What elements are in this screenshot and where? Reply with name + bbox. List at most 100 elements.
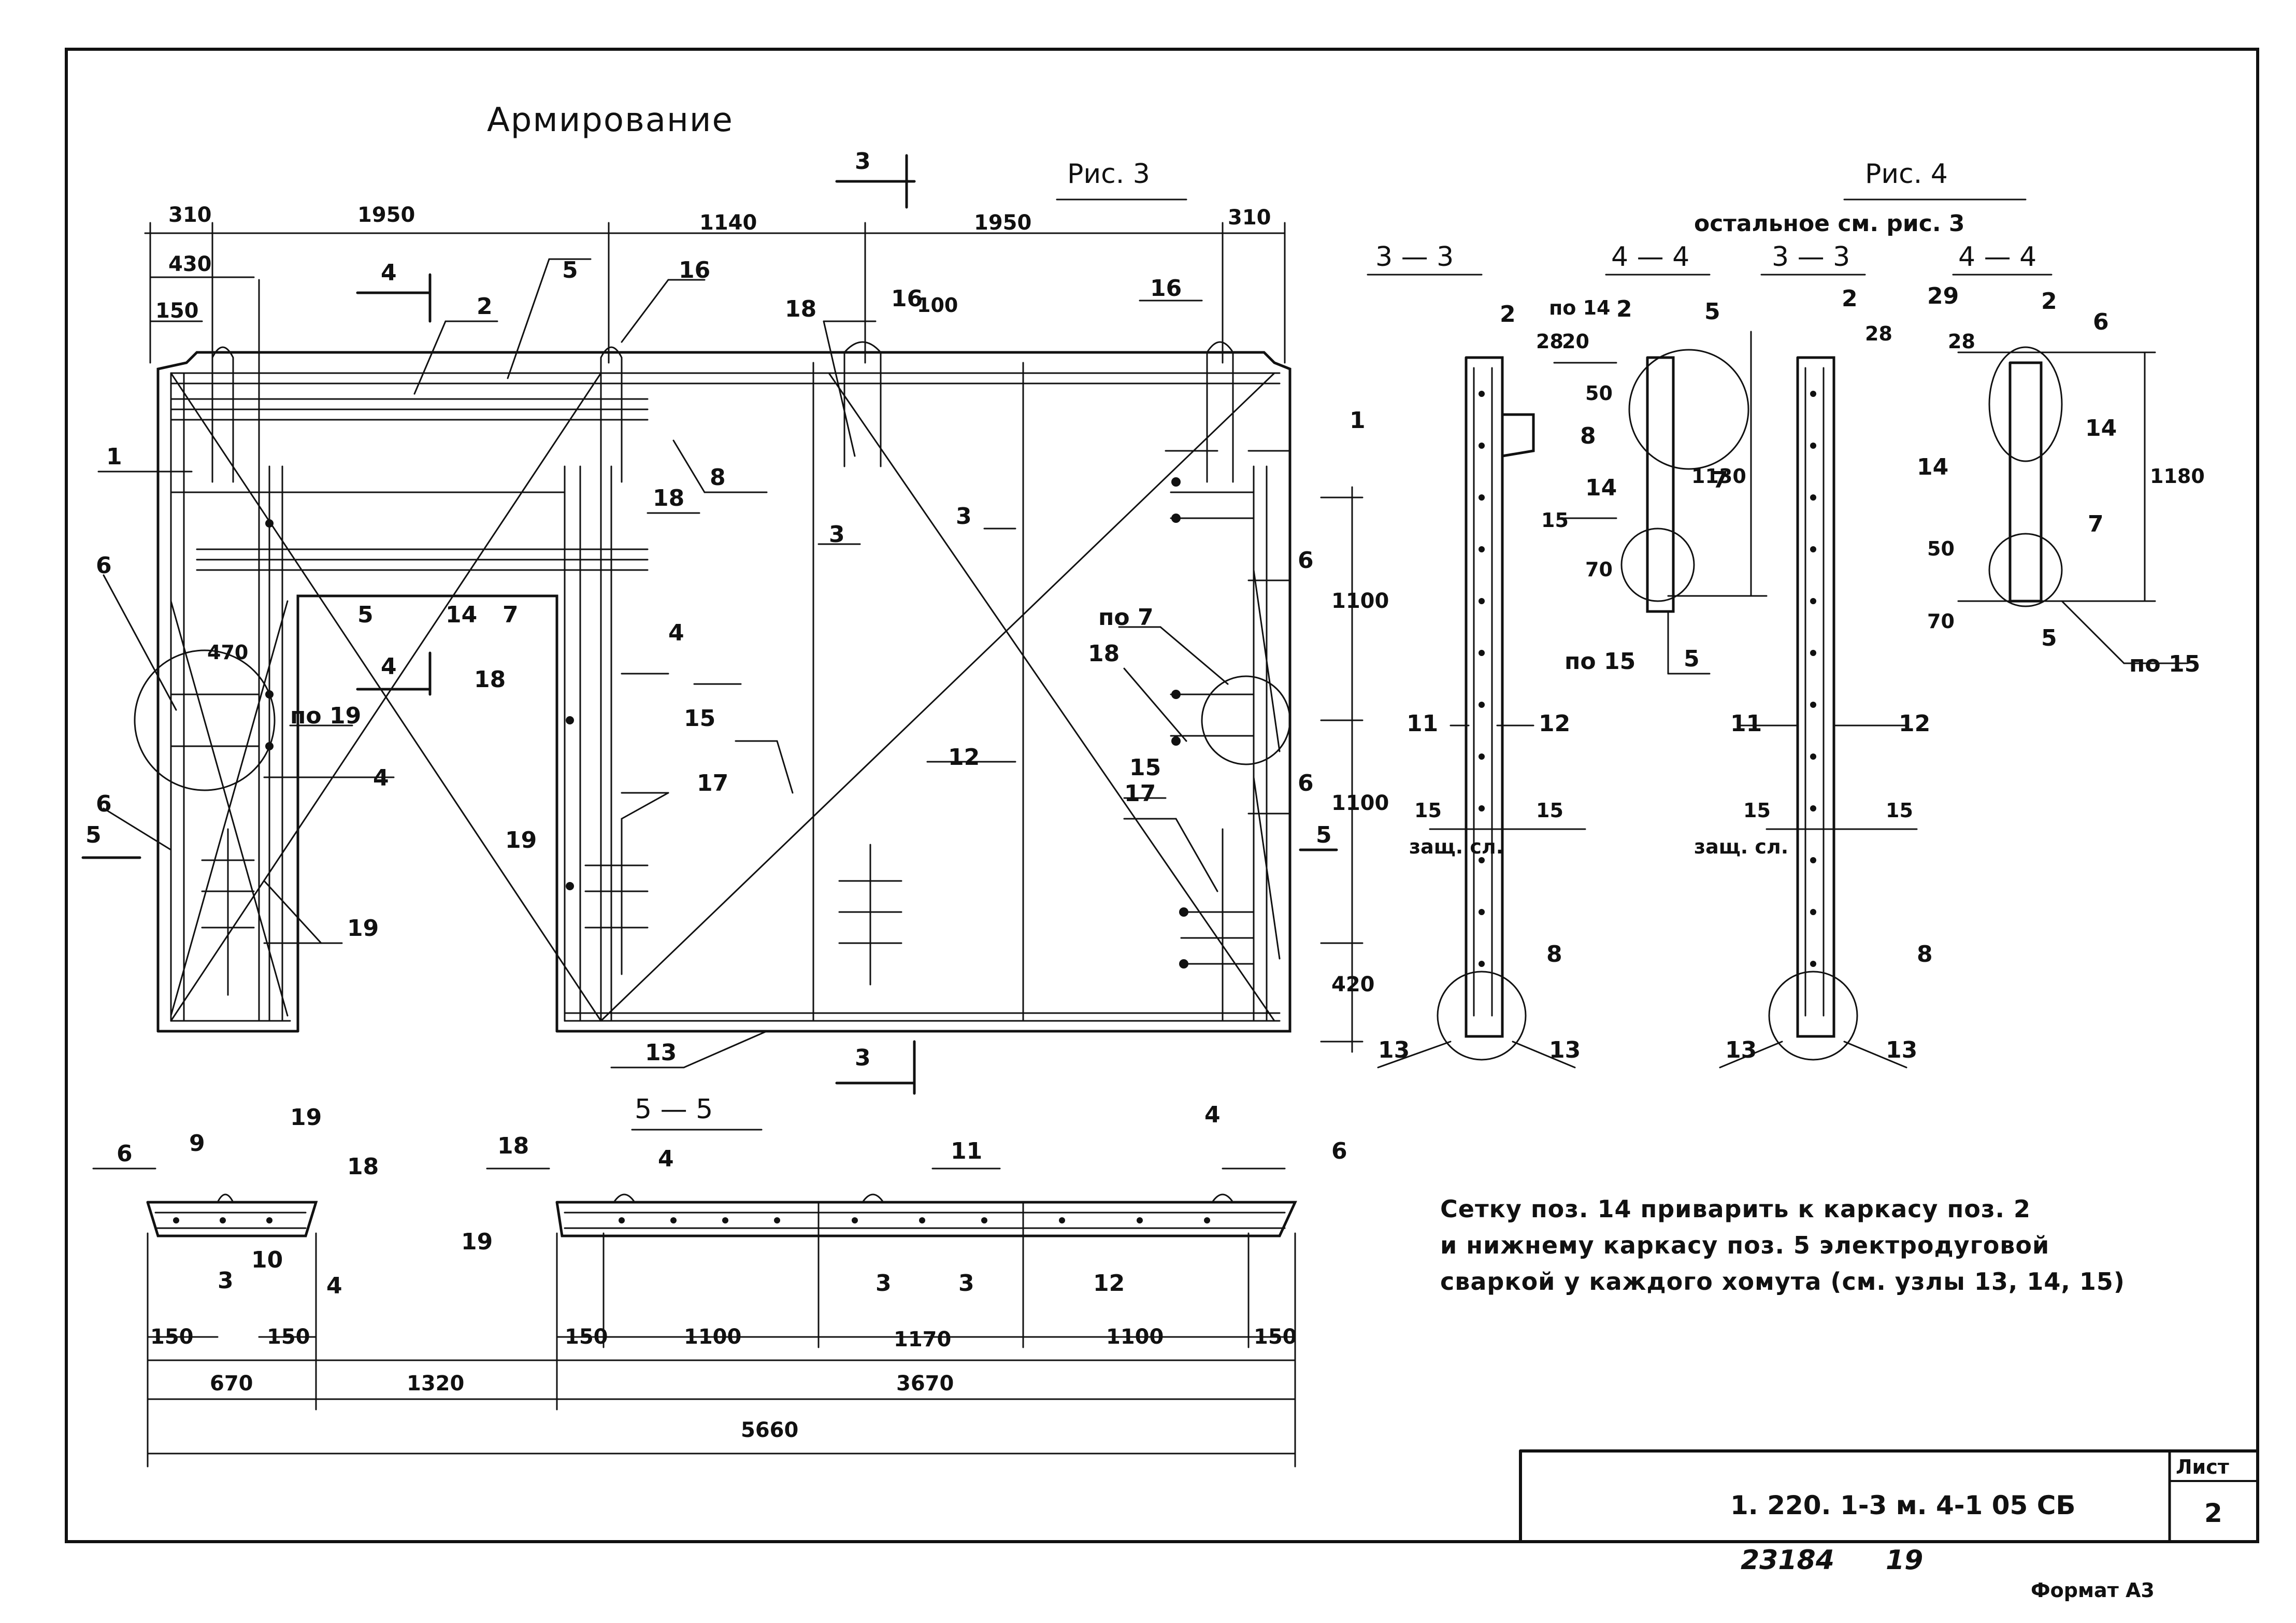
dim-right-1100-b: 1100 [1331,791,1389,815]
sec-zashch-a: защ. сл. [1409,835,1504,858]
sec-pos-12-a: 12 [1539,710,1571,737]
section-mark-4-top: 4 [381,260,397,286]
sec-pos-11-a: 11 [1407,710,1439,737]
dim-bot-150-c: 150 [565,1325,608,1349]
sec-pos-2-b: 2 [1616,296,1632,322]
section-3-3-left [1465,356,1535,1038]
dim-bot-3670: 3670 [896,1372,954,1396]
sec-pos-8-b: 8 [1546,941,1562,967]
sec-pos-2-a: 2 [1500,301,1516,328]
section-4-4-title-a: 4 — 4 [1611,241,1690,273]
fig4-note: остальное см. рис. 3 [1694,210,1965,237]
sec-pos-5-d: 5 [2041,625,2057,651]
plan-main-inner [564,1193,1286,1237]
sec-pos-2-c: 2 [1842,286,1858,312]
dim-bot-1100-a: 1100 [684,1325,742,1349]
section-4-4-left-inner [1553,331,1768,675]
dim-bot-5660: 5660 [741,1418,799,1442]
pos-19-left: 19 [347,915,379,942]
fig4-label: Рис. 4 [1865,159,1948,190]
dim-bot-670: 670 [210,1372,253,1396]
pos-15-mid: 15 [684,705,716,732]
sec-pos-5-a: 5 [1704,298,1720,325]
plan-pos-18-b: 18 [497,1133,529,1159]
elevation-outline [156,351,1292,1033]
stamp-code: 1. 220. 1-3 м. 4-1 05 СБ [1730,1490,2076,1520]
sec-pos-13-d: 13 [1886,1037,1918,1063]
sec-dim-50-a: 50 [1585,382,1613,405]
drawing-title: Армирование [487,101,734,139]
sec-15-b-left: 15 [1743,799,1771,822]
inventory-number-2: 19 [1886,1545,1924,1576]
section-3-3-title-a: 3 — 3 [1375,241,1454,273]
plan-pos-4-c: 4 [1204,1102,1221,1128]
sec-pos-13-c: 13 [1725,1037,1757,1063]
pos-18-top: 18 [785,296,817,322]
sec-pos-2-d: 2 [2041,288,2057,315]
sheet-frame [65,48,2259,1543]
sec-pos-11-b: 11 [1730,710,1762,737]
pos-6-left-b: 6 [96,791,112,817]
pos-16-c: 16 [1150,275,1182,302]
sec-dim-50-d: 50 [1927,537,1955,560]
section-mark-3-top: 3 [855,148,871,175]
dim-top-310-left: 310 [168,203,212,227]
sec-po14: по 14 [1549,296,1611,319]
sec-dim-28-a: 28 [1536,330,1563,353]
dim-150: 150 [155,299,199,323]
plan-pos-11: 11 [951,1138,983,1164]
dim-100: 100 [917,294,958,317]
sec-pos-8: 8 [1580,423,1596,449]
plan-pos-6-right: 6 [1331,1138,1347,1164]
sec-dim-15-a: 15 [1541,509,1569,532]
sec-pos-13-b: 13 [1549,1037,1581,1063]
pos-18-right: 18 [1088,640,1120,667]
plan-pos-3-c: 3 [958,1270,974,1297]
plan-pos-12: 12 [1093,1270,1125,1297]
pos-18-left: 18 [474,666,506,693]
pos-1-left: 1 [106,444,122,470]
rebar-dots [173,391,1816,1223]
section-5-5-title: 5 — 5 [635,1094,713,1125]
plan-pos-6-left: 6 [117,1141,133,1167]
dim-470: 470 [207,641,249,664]
inventory-number: 23184 [1741,1545,1834,1576]
stamp-sheet-label: Лист [2176,1456,2229,1478]
dim-top-1950-left: 1950 [357,203,415,227]
fig3-label: Рис. 3 [1067,159,1150,190]
pos-15-right: 15 [1129,754,1161,781]
section-4-4-left [1646,356,1675,613]
pos-7: 7 [503,602,519,628]
section-mark-5-left: 5 [85,822,102,848]
sec-dim-20-a: 20 [1562,330,1589,353]
pos-16-b: 16 [891,286,923,312]
sec-dim-1130: 1130 [1691,465,1746,488]
pos-2: 2 [477,293,493,320]
dim-430: 430 [168,252,212,276]
dim-top-1950-right: 1950 [974,211,1032,235]
pos-18-mid: 18 [653,485,685,511]
pos-6-right-b: 6 [1298,770,1314,796]
dim-right-420: 420 [1331,973,1375,996]
sec-pos-13-a: 13 [1378,1037,1410,1063]
po7-label: по 7 [1098,604,1154,631]
pos-8: 8 [710,464,726,491]
section-4-4-title-b: 4 — 4 [1958,241,2037,273]
dim-bot-1170: 1170 [894,1328,952,1351]
pos-16-a: 16 [679,257,711,283]
sec-dim-70-a: 70 [1585,558,1613,581]
plan-pos-4-a: 4 [326,1273,342,1299]
pos-3-a: 3 [829,521,845,548]
pos-17-mid: 17 [697,770,729,796]
node-circle-left [134,649,276,791]
sec-pos-12-b: 12 [1899,710,1931,737]
format-label: Формат А3 [2031,1579,2155,1602]
pos-5-top: 5 [562,257,578,283]
plan-pos-4-b: 4 [658,1146,674,1172]
dim-top-310-right: 310 [1228,206,1271,230]
dim-bot-150-a: 150 [150,1325,194,1349]
sec-15-a-left: 15 [1414,799,1442,822]
dim-bot-150-b: 150 [267,1325,310,1349]
pos-17-right: 17 [1124,780,1156,807]
dim-bot-1320: 1320 [407,1372,465,1396]
